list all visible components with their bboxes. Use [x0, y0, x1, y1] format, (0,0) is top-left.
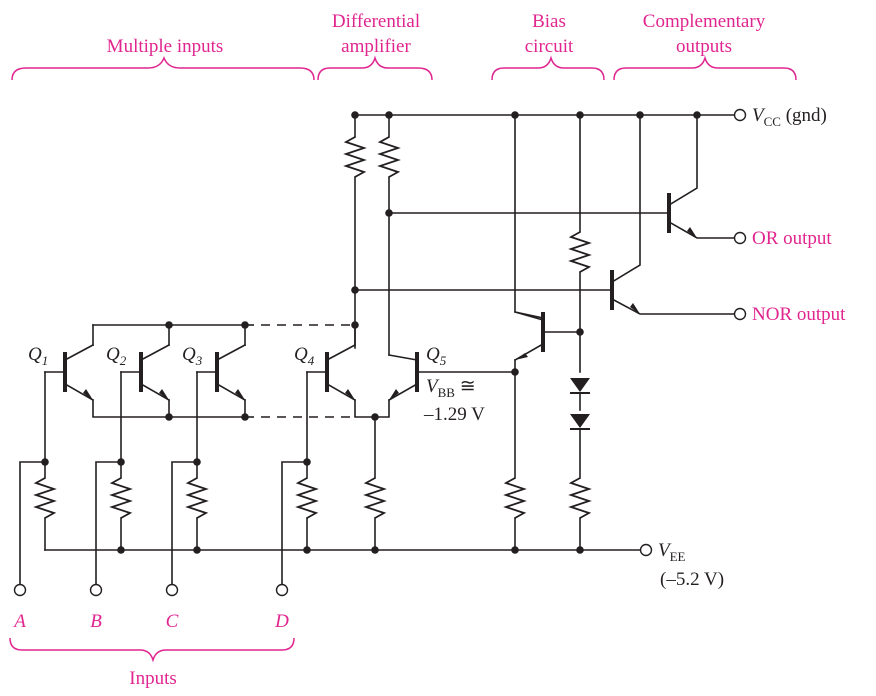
terminal-input-c[interactable] — [165, 583, 179, 597]
brace-complementary-outputs — [613, 55, 797, 81]
label-q5: Q5 — [426, 344, 447, 368]
output-stage — [354, 114, 735, 315]
label-amplifier: amplifier — [341, 36, 411, 57]
input-network — [19, 371, 387, 586]
label-nor-output: NOR output — [752, 304, 846, 325]
resistor-rc2 — [377, 136, 401, 178]
diode-1 — [570, 378, 590, 392]
terminals — [13, 108, 747, 597]
resistor-input-a — [33, 477, 57, 519]
terminal-vcc[interactable] — [733, 108, 747, 122]
resistor-bias-bottom — [568, 477, 592, 519]
resistor-bias-top — [568, 231, 592, 273]
terminal-vee[interactable] — [639, 543, 653, 557]
brace-differential-amplifier — [317, 55, 433, 81]
emitter-bus — [92, 399, 390, 479]
label-input-a: A — [12, 611, 26, 632]
terminal-input-d[interactable] — [275, 583, 289, 597]
terminal-input-b[interactable] — [89, 583, 103, 597]
resistor-rc1 — [343, 136, 367, 178]
label-complementary: Complementary — [643, 11, 766, 32]
transistor-q5 — [387, 352, 516, 402]
resistor-input-d — [295, 477, 319, 519]
label-q2: Q2 — [106, 344, 127, 368]
label-or-output: OR output — [752, 228, 832, 249]
transistor-q1 — [44, 343, 95, 402]
label-q4: Q4 — [294, 344, 315, 368]
transistor-q2 — [120, 343, 171, 402]
top-braces — [11, 55, 797, 81]
terminal-or-output[interactable] — [733, 231, 747, 245]
label-input-b: B — [90, 611, 102, 632]
label-differential: Differential — [332, 11, 420, 32]
resistor-bias-left — [503, 477, 527, 519]
diode-2 — [570, 414, 590, 428]
label-vbb: VBB ≅ — [426, 376, 476, 400]
label-vee: VEE — [658, 540, 686, 564]
label-vcc: VCC (gnd) — [752, 105, 827, 129]
rails — [44, 114, 735, 551]
label-inputs: Inputs — [129, 668, 177, 689]
label-vbb-value: –1.29 V — [423, 404, 485, 425]
brace-bias-circuit — [491, 55, 605, 81]
label-q1: Q1 — [28, 344, 48, 368]
terminal-nor-output[interactable] — [733, 307, 747, 321]
transistor-q3 — [196, 343, 247, 402]
label-bias: Bias — [532, 11, 566, 32]
label-circuit: circuit — [525, 36, 574, 57]
label-outputs: outputs — [676, 36, 732, 57]
bias-circuit — [503, 114, 592, 551]
label-input-c: C — [166, 611, 179, 632]
collector-resistors — [343, 114, 401, 356]
label-vee-value: (–5.2 V) — [660, 569, 724, 590]
terminal-input-a[interactable] — [13, 583, 27, 597]
brace-inputs — [9, 637, 295, 663]
label-multiple-inputs: Multiple inputs — [107, 36, 224, 57]
label-q3: Q3 — [182, 344, 203, 368]
resistor-input-c — [185, 477, 209, 519]
collector-bus — [92, 324, 356, 346]
resistor-input-b — [109, 477, 133, 519]
label-input-d: D — [274, 611, 289, 632]
brace-multiple-inputs — [11, 55, 315, 81]
resistor-emitter — [363, 477, 387, 519]
transistor-q4 — [306, 343, 357, 402]
junctions — [41, 111, 701, 554]
